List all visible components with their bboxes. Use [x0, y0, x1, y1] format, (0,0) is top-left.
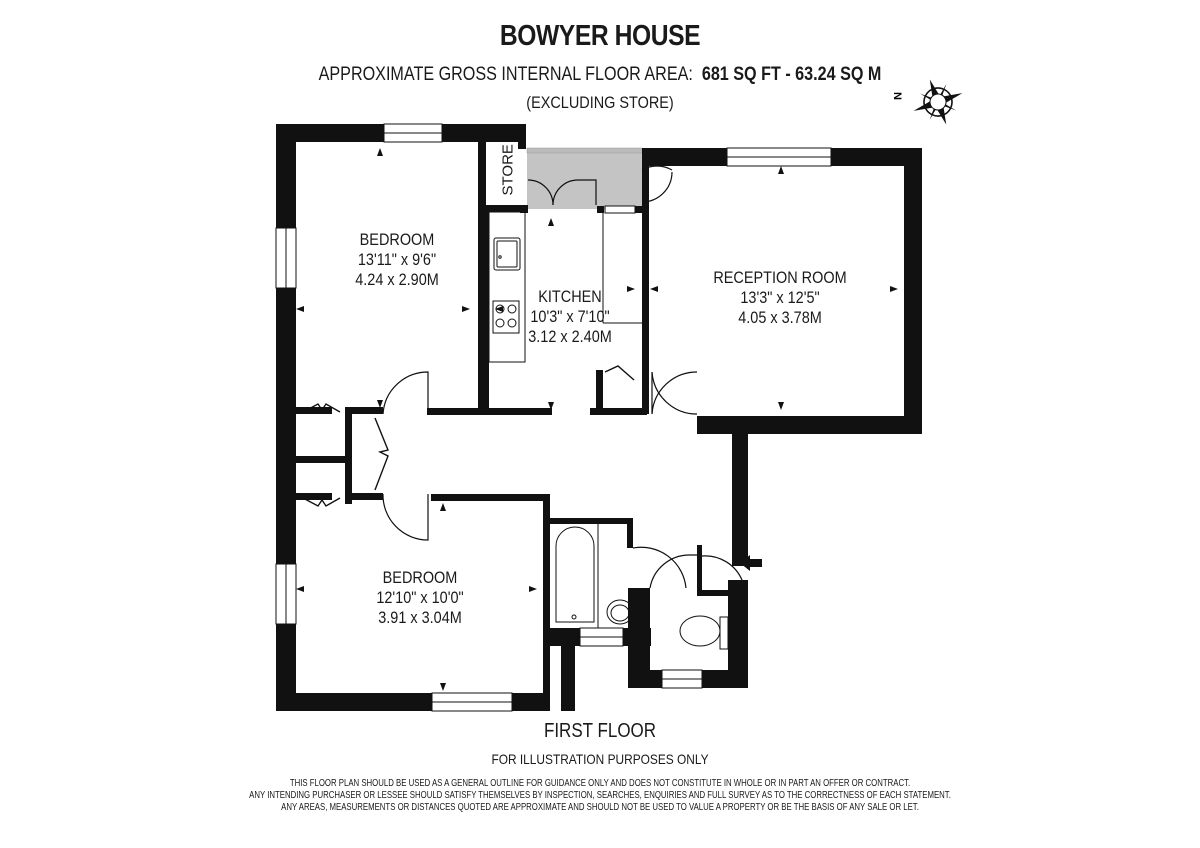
room-name: BEDROOM	[359, 230, 435, 249]
floor-area-line: APPROXIMATE GROSS INTERNAL FLOOR AREA: 6…	[90, 64, 1110, 86]
entrance-arrow-icon	[740, 555, 762, 571]
compass-north-label: N	[891, 92, 903, 100]
excluding-note: (EXCLUDING STORE)	[526, 93, 674, 112]
room-dimensions-imperial: 13'11" x 9'6"	[357, 250, 437, 269]
room-dimensions-imperial: 12'10" x 10'0"	[376, 588, 464, 607]
room-label-bedroom-2: BEDROOM 12'10" x 10'0" 3.91 x 3.04M	[356, 568, 484, 628]
room-name: BEDROOM	[382, 568, 458, 587]
room-name: RECEPTION ROOM	[713, 268, 847, 287]
floor-area-label: APPROXIMATE GROSS INTERNAL FLOOR AREA:	[318, 64, 693, 85]
room-label-store: STORE	[499, 144, 517, 196]
room-label-kitchen: KITCHEN 10'3" x 7'10" 3.12 x 2.40M	[506, 287, 634, 347]
floor-area-sqm: 63.24 SQ M	[795, 64, 882, 85]
floor-name: FIRST FLOOR	[543, 720, 657, 742]
property-title: BOWYER HOUSE	[499, 20, 701, 52]
floor-area-sqft: 681 SQ FT	[701, 64, 781, 85]
room-dimensions-metric: 4.24 x 2.90M	[355, 270, 439, 289]
room-dimensions-metric: 3.91 x 3.04M	[378, 608, 462, 627]
room-name: KITCHEN	[538, 287, 602, 306]
disclaimer-line-1: THIS FLOOR PLAN SHOULD BE USED AS A GENE…	[289, 778, 911, 789]
room-dimensions-imperial: 10'3" x 7'10"	[530, 307, 610, 326]
door-swings	[382, 165, 743, 589]
room-dimensions-metric: 4.05 x 3.78M	[738, 308, 822, 327]
floor-area-separator: -	[785, 64, 791, 85]
illustration-note: FOR ILLUSTRATION PURPOSES ONLY	[491, 751, 709, 767]
room-label-bedroom-1: BEDROOM 13'11" x 9'6" 4.24 x 2.90M	[333, 230, 461, 290]
room-label-reception-room: RECEPTION ROOM 13'3" x 12'5" 4.05 x 3.78…	[695, 268, 865, 328]
disclaimer-line-2: ANY INTENDING PURCHASER OR LESSEE SHOULD…	[249, 790, 951, 801]
compass-rose-icon: N	[890, 72, 970, 132]
room-dimensions-imperial: 13'3" x 12'5"	[740, 288, 820, 307]
disclaimer-line-3: ANY AREAS, MEASUREMENTS OR DISTANCES QUO…	[281, 802, 919, 813]
room-dimensions-metric: 3.12 x 2.40M	[528, 327, 612, 346]
